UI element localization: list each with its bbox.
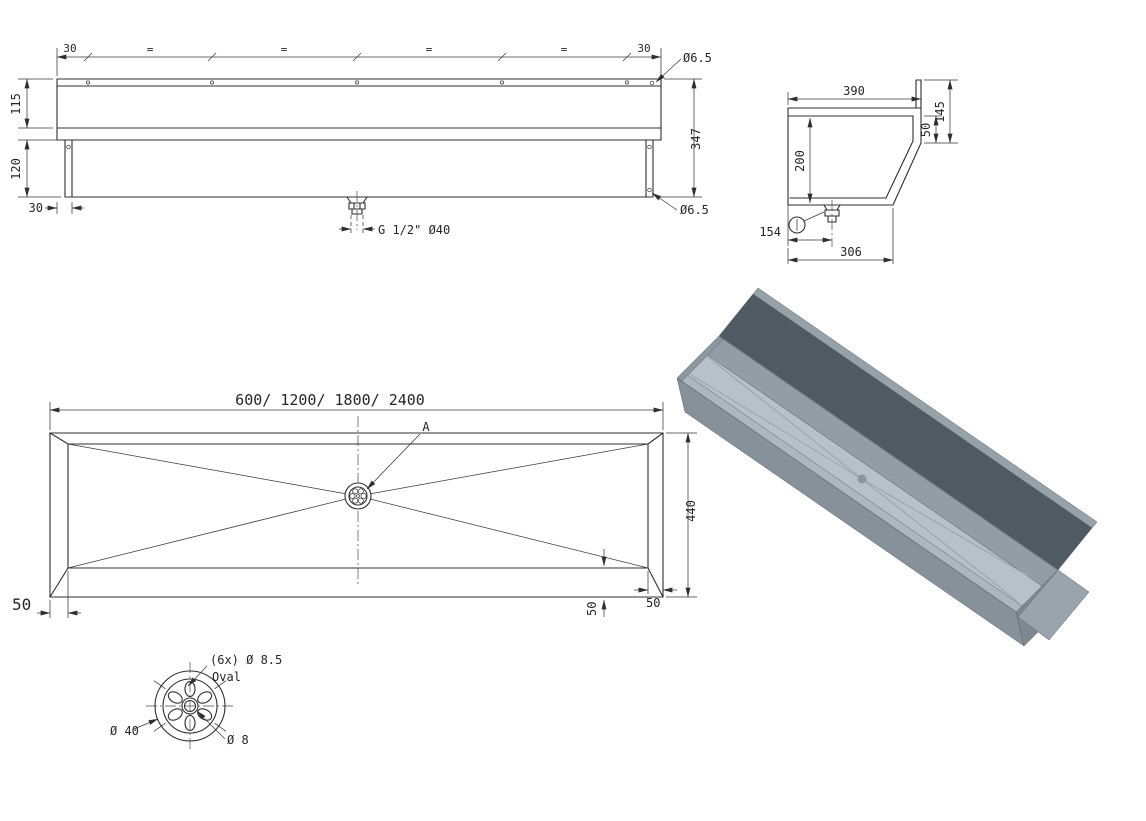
dim-edge-offset-front: 50 xyxy=(585,602,599,616)
dim-overall-depth: 306 xyxy=(840,245,862,259)
front-elevation-view: 30 = = = = 30 115 120 30 347 Ø6.5 Ø6.5 G… xyxy=(9,42,712,237)
detail-center-hole-outer xyxy=(181,697,199,715)
detail-oval-slots xyxy=(167,680,213,732)
dim-equal-2: = xyxy=(281,43,288,56)
dim-drain-offset: 154 xyxy=(759,225,781,239)
label-outer-dia: Ø 40 xyxy=(110,724,139,738)
dim-upper-height: 115 xyxy=(9,93,23,115)
dim-length-variants: 600/ 1200/ 1800/ 2400 xyxy=(235,391,425,409)
detail-leader-a xyxy=(366,433,421,490)
detail-outer-circle xyxy=(154,670,226,742)
trap-leader xyxy=(803,211,825,222)
drain-fitting-front xyxy=(345,196,369,215)
dim-equal-3: = xyxy=(426,43,433,56)
leader-hole-top xyxy=(655,58,682,83)
dim-top-offset-left: 30 xyxy=(63,42,76,55)
drain-grate-plan xyxy=(344,482,372,510)
dim-equal-1: = xyxy=(147,43,154,56)
mounting-holes xyxy=(66,80,655,193)
dim-equal-4: = xyxy=(561,43,568,56)
label-slot-spec: (6x) Ø 8.5 xyxy=(210,653,282,667)
detail-marker-a: A xyxy=(422,420,430,434)
floor-fold-lines-3d xyxy=(687,356,1038,602)
plan-fold-diagonals xyxy=(67,443,649,569)
dim-lower-height: 120 xyxy=(9,158,23,180)
drain-detail-view: (6x) Ø 8.5 Oval Ø 40 Ø 8 xyxy=(110,653,282,750)
side-section-view: 390 145 50 200 154 306 xyxy=(759,79,958,264)
dim-bowl-depth: 200 xyxy=(793,150,807,172)
drain-fitting-side xyxy=(823,204,841,223)
dim-top-depth: 390 xyxy=(843,84,865,98)
detail-centerlines xyxy=(146,662,234,750)
ext-lines-30-bottom xyxy=(56,202,73,214)
dim-overall-width: 440 xyxy=(684,500,698,522)
trough-left-end-edge xyxy=(676,335,724,383)
trap-symbol xyxy=(788,216,806,234)
leader-slot-spec xyxy=(187,665,208,687)
label-slot-shape: Oval xyxy=(212,670,241,684)
leader-center-dia xyxy=(196,710,226,740)
dim-ticks-top xyxy=(83,52,632,62)
label-center-dia: Ø 8 xyxy=(227,733,249,747)
isometric-3d-view xyxy=(676,287,1098,647)
plan-view: A 600/ 1200/ 1800/ 2400 440 50 50 50 xyxy=(12,391,698,618)
ext-lines-50-left xyxy=(49,571,69,618)
leader-hole-bottom xyxy=(651,192,678,211)
label-hole-dia-bottom: Ø6.5 xyxy=(680,203,709,217)
drain-3d xyxy=(857,474,867,484)
detail-center-hole-inner xyxy=(183,699,197,713)
dim-top-offset-right: 30 xyxy=(637,42,650,55)
dim-edge-offset-left: 50 xyxy=(12,595,31,614)
ext-lines-440 xyxy=(666,432,697,598)
detail-angle-ticks xyxy=(153,680,227,732)
dim-edge-offset-right: 50 xyxy=(646,596,660,610)
dim-overall-height: 347 xyxy=(689,128,703,150)
dim-front-edge-height: 50 xyxy=(919,123,933,137)
ext-lines-120 xyxy=(18,139,61,198)
trough-foot-flange xyxy=(1017,569,1090,641)
ext-lines-length xyxy=(49,402,664,430)
leader-outer-dia xyxy=(133,718,159,730)
rim-edges-3d xyxy=(676,335,1059,613)
label-drain-spec: G 1/2" Ø40 xyxy=(378,223,450,237)
dim-bottom-offset: 30 xyxy=(29,201,43,215)
label-hole-dia-top: Ø6.5 xyxy=(683,51,712,65)
front-body-outline xyxy=(56,78,662,198)
ext-lines-top xyxy=(56,48,662,76)
ext-lines-115 xyxy=(18,78,53,129)
dim-back-height: 145 xyxy=(933,101,947,123)
